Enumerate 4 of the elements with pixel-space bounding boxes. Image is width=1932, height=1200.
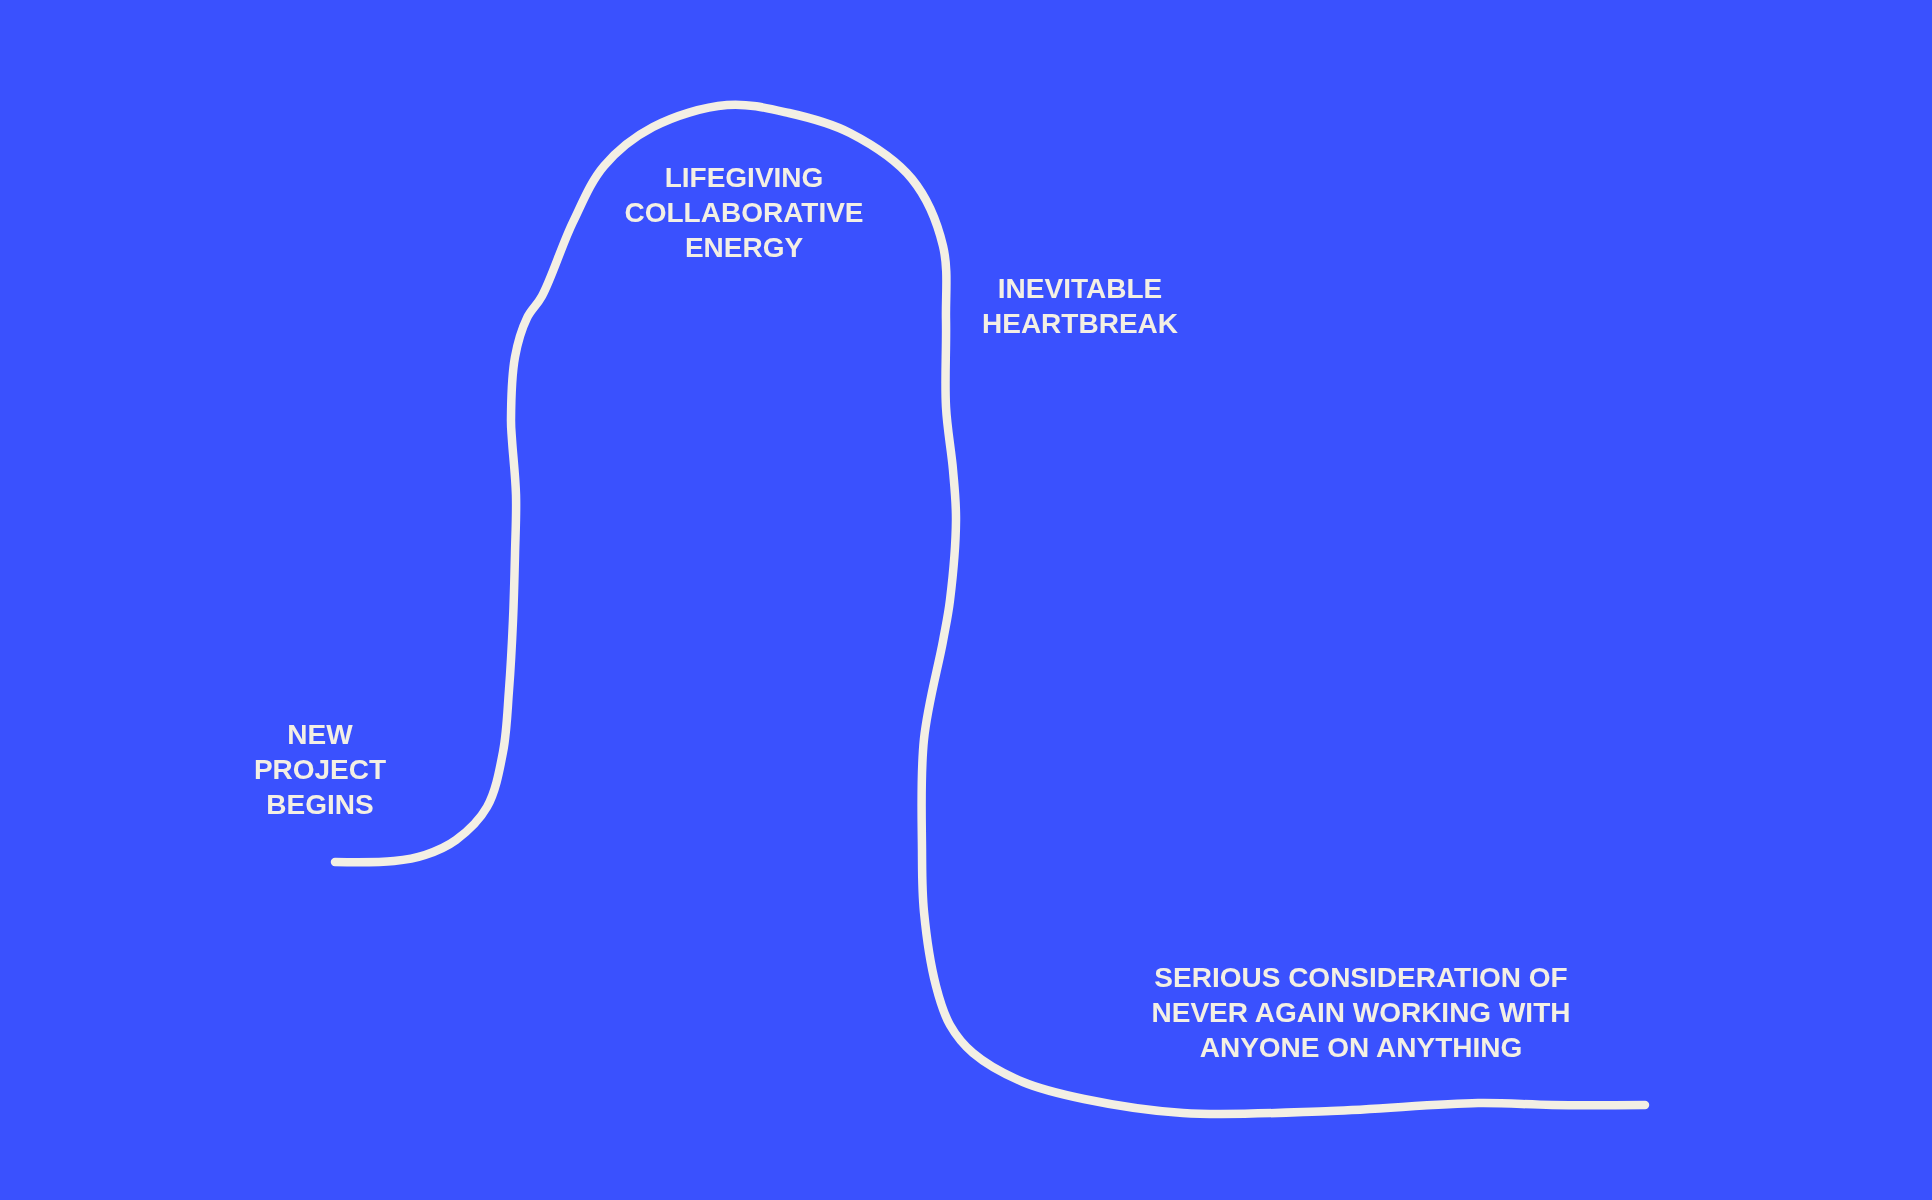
annotation-text: INEVITABLE HEARTBREAK <box>981 272 1179 341</box>
annotation-text: SERIOUS CONSIDERATION OF NEVER AGAIN WORKING WITH ANYONE ON ANYTHING <box>1150 961 1572 1065</box>
annotation-text: NEW PROJECT BEGINS <box>252 718 388 822</box>
annotation-text: LIFEGIVING COLLABORATIVE ENERGY <box>623 161 865 265</box>
